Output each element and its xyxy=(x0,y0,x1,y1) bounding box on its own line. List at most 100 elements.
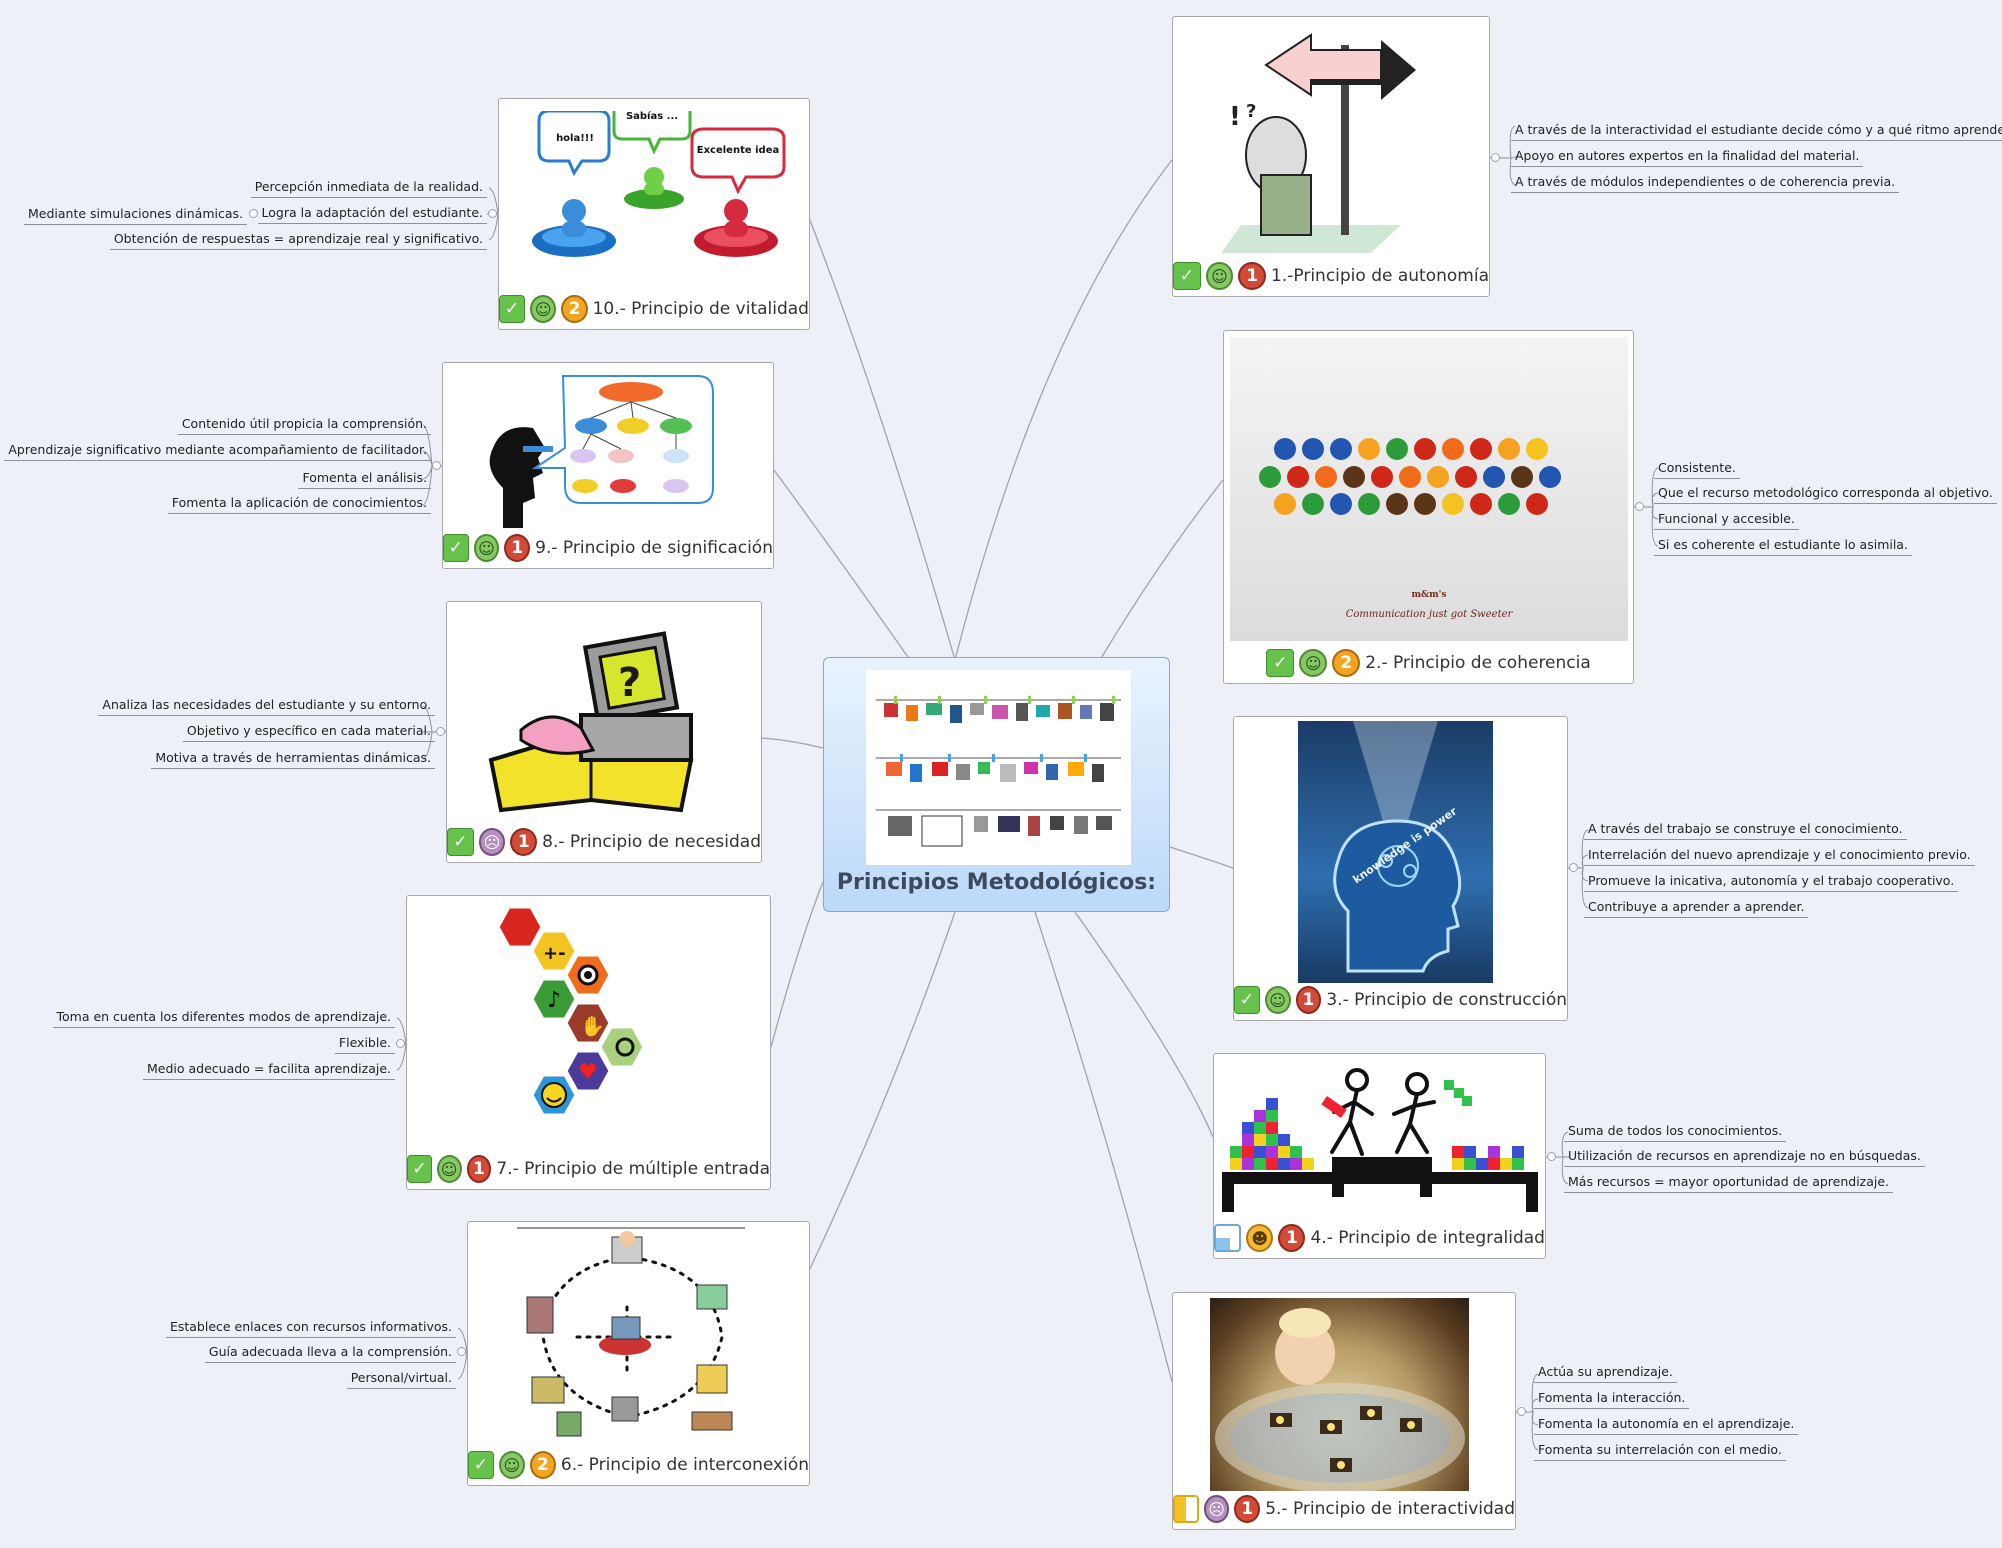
smiley-icon: ☺ xyxy=(530,295,557,323)
subtopic[interactable]: A través de módulos independientes o de … xyxy=(1511,174,1900,193)
topic-caption: ☻ 1 4.- Principio de integralidad xyxy=(1214,1224,1545,1252)
subtopic[interactable]: Medio adecuado = facilita aprendizaje. xyxy=(143,1061,395,1080)
topic-significacion[interactable]: ✓ ☺ 1 9.- Principio de significación xyxy=(442,362,774,569)
subtopic[interactable]: Más recursos = mayor oportunidad de apre… xyxy=(1564,1174,1894,1193)
subtopic[interactable]: Apoyo en autores expertos en la finalida… xyxy=(1511,148,1864,167)
task-done-icon: ✓ xyxy=(1173,262,1201,290)
subtopic[interactable]: Fomenta la aplicación de conocimientos. xyxy=(167,495,431,514)
collapse-toggle[interactable] xyxy=(1547,1152,1556,1161)
topic-interactividad[interactable]: ☹ 1 5.- Principio de interactividad xyxy=(1172,1292,1516,1530)
svg-text:!: ! xyxy=(1229,102,1241,132)
priority-1-icon: 1 xyxy=(504,534,531,562)
priority-1-icon: 1 xyxy=(510,828,538,856)
collapse-toggle[interactable] xyxy=(432,461,441,470)
child-interactive-table-image xyxy=(1210,1298,1469,1491)
topic-multiple-entrada[interactable]: +- ♪ ✋ ♥ ✓ ☺ 1 7.- Principio de múltiple… xyxy=(406,895,771,1190)
subtopic[interactable]: Contenido útil propicia la comprensión. xyxy=(177,416,431,435)
sub-subtopic[interactable]: Mediante simulaciones dinámicas. xyxy=(24,206,247,225)
svg-text:?: ? xyxy=(1246,101,1256,122)
topic-title: 3.- Principio de construcción xyxy=(1326,990,1567,1010)
mm-slogan: Communication just got Sweeter xyxy=(1345,609,1513,620)
subtopic[interactable]: Interrelación del nuevo aprendizaje y el… xyxy=(1584,847,1975,866)
topic-caption: ✓ ☺ 1 3.- Principio de construcción xyxy=(1234,986,1567,1014)
subtopic[interactable]: Utilización de recursos en aprendizaje n… xyxy=(1564,1148,1925,1167)
subtopic[interactable]: Suma de todos los conocimientos. xyxy=(1564,1123,1787,1142)
subtopic[interactable]: Funcional y accesible. xyxy=(1654,511,1799,530)
task-done-icon: ✓ xyxy=(447,828,474,856)
svg-text:✋: ✋ xyxy=(580,1014,605,1038)
topic-integralidad[interactable]: ☻ 1 4.- Principio de integralidad xyxy=(1213,1053,1546,1259)
knowledge-head-image: knowledge is power xyxy=(1298,721,1493,983)
subtopic[interactable]: Percepción inmediata de la realidad. xyxy=(250,179,487,198)
topic-title: 5.- Principio de interactividad xyxy=(1265,1499,1515,1519)
task-done-icon: ✓ xyxy=(499,295,526,323)
topic-vitalidad[interactable]: hola!!! Sabías ... Excelente idea ✓ ☺ 2 … xyxy=(498,98,810,330)
subtopic[interactable]: Obtención de respuestas = aprendizaje re… xyxy=(109,231,487,250)
subtopic[interactable]: Fomenta la interacción. xyxy=(1534,1390,1690,1409)
subtopic[interactable]: Que el recurso metodológico corresponda … xyxy=(1654,485,1997,504)
topic-caption: ☹ 1 5.- Principio de interactividad xyxy=(1173,1495,1515,1523)
topic-coherencia[interactable]: m&m's Communication just got Sweeter ✓ ☺… xyxy=(1223,330,1634,684)
topic-title: 10.- Principio de vitalidad xyxy=(592,299,809,319)
hexagon-senses-image: +- ♪ ✋ ♥ xyxy=(485,903,681,1143)
subtopic[interactable]: Aprendizaje significativo mediante acomp… xyxy=(4,442,431,461)
subtopic[interactable]: Flexible. xyxy=(334,1035,395,1054)
task-quarter-icon xyxy=(1214,1224,1242,1252)
subtopic[interactable]: Fomenta el análisis. xyxy=(298,470,431,489)
topic-title: 6.- Principio de interconexión xyxy=(560,1455,809,1475)
collapse-toggle[interactable] xyxy=(1491,153,1500,162)
priority-1-icon: 1 xyxy=(466,1155,492,1183)
svg-text:+-: +- xyxy=(543,943,566,964)
subtopic[interactable]: Consistente. xyxy=(1654,460,1740,479)
collapse-toggle[interactable] xyxy=(457,1347,466,1356)
priority-2-icon: 2 xyxy=(561,295,588,323)
subtopic[interactable]: Fomenta la autonomía en el aprendizaje. xyxy=(1534,1416,1799,1435)
subtopic[interactable]: Guía adecuada lleva a la comprensión. xyxy=(204,1344,456,1363)
collapse-toggle[interactable] xyxy=(1635,502,1644,511)
collapse-toggle[interactable] xyxy=(249,209,258,218)
topic-autonomia[interactable]: ! ? ✓ ☺ 1 1.-Principio de autonomía xyxy=(1172,16,1490,297)
task-done-icon: ✓ xyxy=(1266,649,1295,677)
subtopic[interactable]: Objetivo y específico en cada material. xyxy=(182,723,435,742)
subtopic[interactable]: Motiva a través de herramientas dinámica… xyxy=(151,750,435,769)
subtopic[interactable]: Actúa su aprendizaje. xyxy=(1534,1364,1677,1383)
subtopic[interactable]: Personal/virtual. xyxy=(346,1370,456,1389)
svg-text:♪: ♪ xyxy=(547,988,561,1013)
subtopic[interactable]: A través del trabajo se construye el con… xyxy=(1584,821,1907,840)
task-done-icon: ✓ xyxy=(1234,986,1260,1014)
network-people-image xyxy=(517,1227,745,1442)
task-done-icon: ✓ xyxy=(443,534,469,562)
topic-interconexion[interactable]: ✓ ☺ 2 6.- Principio de interconexión xyxy=(467,1221,810,1486)
topic-caption: ✓ ☺ 1 9.- Principio de significación xyxy=(443,534,773,562)
subtopic[interactable]: Contribuye a aprender a aprender. xyxy=(1584,899,1809,918)
svg-text:♥: ♥ xyxy=(578,1060,598,1085)
topic-title: 1.-Principio de autonomía xyxy=(1271,266,1490,286)
collapse-toggle[interactable] xyxy=(436,727,445,736)
topic-necesidad[interactable]: ? ✓ ☹ 1 8.- Principio de necesidad xyxy=(446,601,762,863)
subtopic[interactable]: A través de la interactividad el estudia… xyxy=(1511,122,2002,141)
priority-1-icon: 1 xyxy=(1295,986,1322,1014)
central-topic[interactable]: Principios Metodológicos: xyxy=(823,657,1170,912)
surprised-icon: ☹ xyxy=(1203,1495,1230,1523)
subtopic[interactable]: Logra la adaptación del estudiante. xyxy=(257,205,487,224)
subtopic[interactable]: Establece enlaces con recursos informati… xyxy=(165,1319,456,1338)
task-done-icon: ✓ xyxy=(407,1155,432,1183)
collapse-toggle[interactable] xyxy=(488,209,497,218)
head-concept-map-image xyxy=(483,368,729,530)
surprised-icon: ☹ xyxy=(478,828,506,856)
collapse-toggle[interactable] xyxy=(1569,863,1578,872)
priority-2-icon: 2 xyxy=(529,1451,556,1479)
subtopic[interactable]: Si es coherente el estudiante lo asimila… xyxy=(1654,537,1912,556)
subtopic[interactable]: Toma en cuenta los diferentes modos de a… xyxy=(52,1009,395,1028)
collapse-toggle[interactable] xyxy=(1517,1407,1526,1416)
topic-caption: ✓ ☹ 1 8.- Principio de necesidad xyxy=(447,828,761,856)
collapse-toggle[interactable] xyxy=(396,1039,405,1048)
topic-title: 7.- Principio de múltiple entrada xyxy=(496,1159,770,1179)
tetris-figures-image xyxy=(1222,1062,1538,1222)
laughing-icon: ☻ xyxy=(1246,1224,1274,1252)
subtopic[interactable]: Promueve la inicativa, autonomía y el tr… xyxy=(1584,873,1959,892)
subtopic[interactable]: Fomenta su interrelación con el medio. xyxy=(1534,1442,1786,1461)
subtopic[interactable]: Analiza las necesidades del estudiante y… xyxy=(98,697,435,716)
topic-construccion[interactable]: knowledge is power ✓ ☺ 1 3.- Principio d… xyxy=(1233,716,1568,1021)
